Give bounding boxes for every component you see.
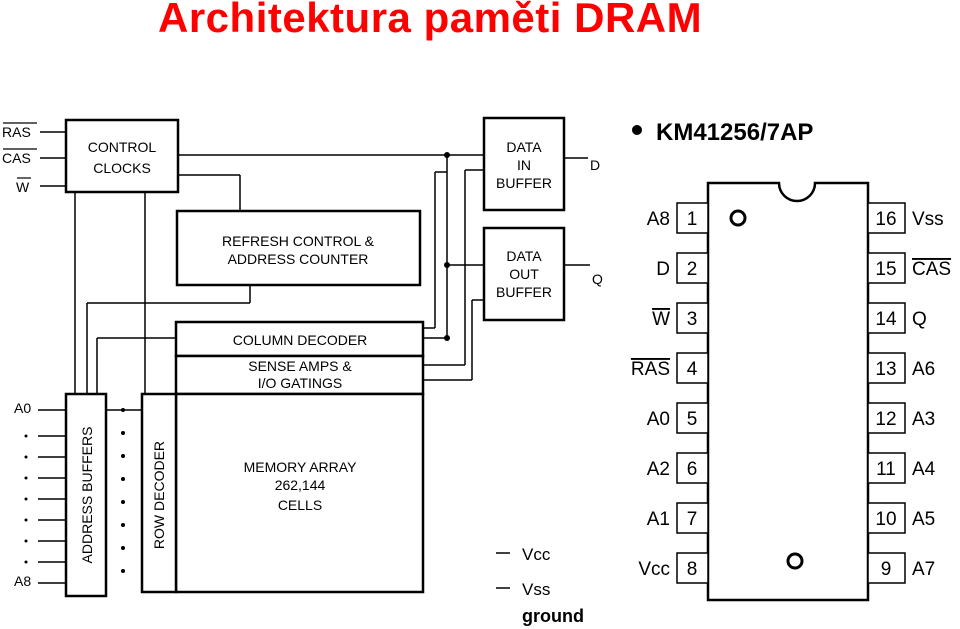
page-title: Architektura paměti DRAM — [158, 0, 703, 41]
column-decoder-block — [174, 320, 425, 358]
pin-label: A1 — [647, 509, 670, 530]
memory-array-block — [174, 392, 425, 594]
pin-number: 14 — [875, 309, 897, 330]
pin-label: W — [652, 309, 670, 330]
pin-number: 5 — [687, 409, 698, 430]
chip-pin-4: 4 RAS — [631, 352, 709, 384]
pin-number: 1 — [687, 209, 698, 230]
pin-number: 8 — [687, 559, 698, 580]
pin-label: A4 — [912, 459, 936, 480]
chip-pin-13: 13 A6 — [867, 352, 935, 384]
chip-pin-10: 10 A5 — [867, 502, 935, 534]
address-input-lines — [24, 409, 66, 584]
column-decoder-label: COLUMN DECODER — [233, 332, 368, 348]
refresh-control-block — [175, 209, 422, 287]
memory-array-label-2: 262,144 — [275, 477, 326, 493]
chip-pin-12: 12 A3 — [867, 402, 935, 434]
chip-pin-2: 2D — [656, 252, 709, 284]
pin-number: 6 — [687, 459, 698, 480]
chip-pin-15: 15 CAS — [867, 252, 951, 284]
chip-pin-11: 11 A4 — [867, 452, 936, 484]
data-out-label-2: OUT — [509, 266, 539, 282]
pin-label: Vss — [912, 209, 944, 230]
chip-body — [706, 181, 870, 602]
chip-pin-1: 1 A8 — [647, 202, 709, 234]
a8-input-label: A8 — [14, 573, 31, 589]
pin-number: 12 — [875, 409, 896, 430]
chip-pin-5: 5 A0 — [647, 402, 709, 434]
pin-label: A6 — [912, 359, 935, 380]
chip-pin-9: 9 A7 — [867, 552, 935, 584]
pin-number: 4 — [687, 359, 698, 380]
chip-pinout: KM41256/7AP 1 A8 2D 3W 4 RAS 5 A0 6 A2 7 A1 8 Vcc 16 V… — [631, 119, 951, 602]
pin-label: RAS — [631, 359, 670, 380]
pin-number: 10 — [875, 509, 896, 530]
cas-signal-label: CAS — [2, 150, 31, 166]
pin-label: A0 — [647, 409, 670, 430]
legend-vcc: Vcc — [522, 545, 551, 564]
legend-ground: ground — [522, 606, 584, 626]
row-decoder-label: ROW DECODER — [151, 441, 167, 549]
chip-pin-3: 3W — [652, 302, 709, 334]
pin-label: A3 — [912, 409, 935, 430]
chip-name: KM41256/7AP — [656, 119, 813, 146]
pin-label: D — [656, 259, 670, 280]
pin-number: 3 — [687, 309, 698, 330]
control-clocks-label-2: CLOCKS — [93, 160, 151, 176]
power-legend: Vcc Vss ground — [496, 545, 584, 626]
pin1-marker — [729, 209, 747, 227]
sense-amps-label-1: SENSE AMPS & — [248, 358, 352, 374]
memory-array-label-3: CELLS — [278, 497, 322, 513]
chip-pin-7: 7 A1 — [647, 502, 709, 534]
pin-label: CAS — [912, 259, 951, 280]
address-bus-dots — [121, 408, 125, 573]
data-out-buffer-block — [482, 226, 566, 322]
w-signal-label: W — [16, 179, 30, 195]
chip-pin-14: 14 Q — [867, 302, 927, 334]
address-buffers-block — [64, 392, 108, 598]
control-clocks-block — [64, 118, 180, 194]
control-clocks-label-1: CONTROL — [88, 139, 157, 155]
pin-number: 13 — [875, 359, 896, 380]
data-in-buffer-block — [482, 116, 566, 212]
data-in-label-2: IN — [517, 157, 531, 173]
q-output-label: Q — [592, 271, 603, 287]
chip-pin-6: 6 A2 — [647, 452, 709, 484]
block-diagram: RAS CAS W CONTROL CLOCKS REFRESH CONTROL… — [2, 116, 603, 626]
address-buffers-label: ADDRESS BUFFERS — [79, 427, 95, 564]
pin-number: 11 — [876, 459, 896, 480]
pin-label: A8 — [647, 209, 670, 230]
pin-number: 2 — [687, 259, 698, 280]
right-pin-column: 16 Vss 15 CAS 14 Q 13 A6 12 A3 11 A4 10 A5 9 A7 — [867, 202, 951, 584]
chip-pin-16: 16 Vss — [867, 202, 944, 234]
chip-mark-lower — [786, 552, 804, 570]
pin-label: Q — [912, 309, 927, 330]
refresh-label-2: ADDRESS COUNTER — [228, 251, 369, 267]
pin-number: 7 — [687, 509, 698, 530]
refresh-label-1: REFRESH CONTROL & — [222, 233, 375, 249]
legend-vss: Vss — [522, 580, 550, 599]
data-in-label-3: BUFFER — [496, 175, 552, 191]
memory-array-label-1: MEMORY ARRAY — [244, 459, 357, 475]
pin-number: 9 — [881, 559, 892, 580]
internal-wiring — [74, 152, 484, 394]
pin-number: 16 — [875, 209, 896, 230]
a0-input-label: A0 — [14, 400, 31, 416]
left-pin-column: 1 A8 2D 3W 4 RAS 5 A0 6 A2 7 A1 8 Vcc — [631, 202, 709, 584]
pin-label: A7 — [912, 559, 935, 580]
sense-amps-label-2: I/O GATINGS — [258, 375, 343, 391]
pin-label: Vcc — [638, 559, 670, 580]
data-in-label-1: DATA — [506, 139, 542, 155]
pin-number: 15 — [875, 259, 896, 280]
pin-label: A5 — [912, 509, 935, 530]
data-out-label-3: BUFFER — [496, 284, 552, 300]
d-output-label: D — [590, 157, 600, 173]
sense-amps-block — [174, 354, 425, 396]
ras-signal-label: RAS — [2, 124, 31, 140]
row-decoder-block — [140, 392, 178, 594]
data-out-label-1: DATA — [506, 248, 542, 264]
pin-label: A2 — [647, 459, 670, 480]
chip-pin-8: 8 Vcc — [638, 552, 709, 584]
